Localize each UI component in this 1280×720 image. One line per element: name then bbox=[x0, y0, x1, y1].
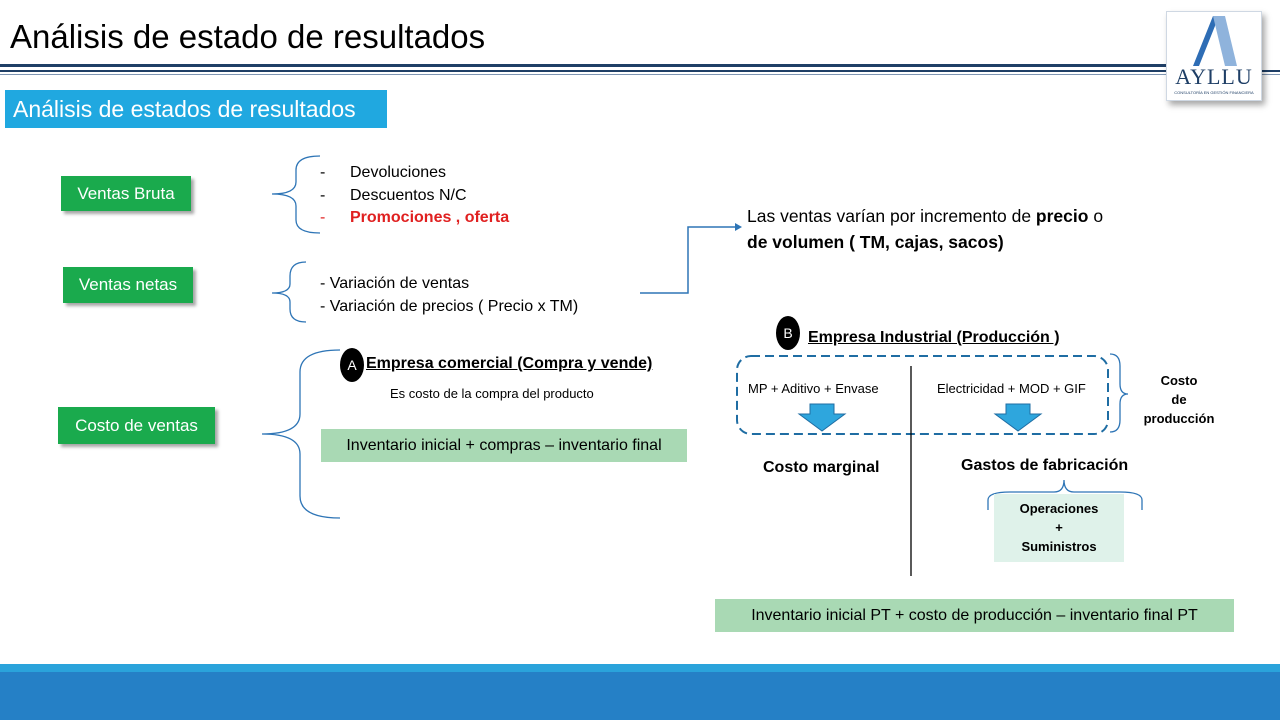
list-item: -Devoluciones bbox=[320, 164, 447, 181]
dashed-production-box bbox=[736, 355, 1109, 435]
down-arrow-right-icon bbox=[993, 403, 1043, 432]
footer-band bbox=[0, 672, 1280, 720]
bracket-costo-produccion bbox=[1109, 353, 1129, 433]
list-item: - Variación de ventas bbox=[320, 275, 470, 292]
logo-subtitle: CONSULTORÍA EN GESTIÓN FINANCIERA bbox=[1174, 90, 1254, 95]
formula-industrial: Inventario inicial PT + costo de producc… bbox=[715, 599, 1234, 632]
ventas-netas-box: Ventas netas bbox=[63, 267, 193, 303]
empresa-industrial-title: Empresa Industrial (Producción ) bbox=[808, 329, 1060, 346]
empresa-comercial-title: Empresa comercial (Compra y vende) bbox=[366, 355, 653, 372]
indirect-cost-components: Electricidad + MOD + GIF bbox=[937, 381, 1086, 396]
marker-a: A bbox=[340, 348, 364, 382]
connector-arrow-to-note bbox=[640, 226, 735, 294]
variation-note: Las ventas varían por incremento de prec… bbox=[747, 206, 1104, 252]
logo-mark-icon bbox=[1193, 16, 1237, 66]
empresa-comercial-desc: Es costo de la compra del producto bbox=[390, 386, 594, 401]
arrow-head-icon bbox=[735, 223, 742, 231]
gastos-fabricacion-label: Gastos de fabricación bbox=[961, 457, 1129, 474]
formula-comercial: Inventario inicial + compras – inventari… bbox=[321, 429, 687, 462]
direct-cost-components: MP + Aditivo + Envase bbox=[748, 381, 879, 396]
costo-produccion-label: Costo de producción bbox=[1143, 373, 1215, 426]
logo-name: AYLLU bbox=[1175, 64, 1253, 89]
page-title: Análisis de estado de resultados bbox=[10, 18, 486, 55]
operaciones-suministros-box: Operaciones + Suministros bbox=[994, 494, 1124, 562]
list-item-highlight: -Promociones , oferta bbox=[320, 209, 510, 226]
list-item: -Descuentos N/C bbox=[320, 186, 467, 204]
ventas-netas-list: - Variación de ventas - Variación de pre… bbox=[320, 272, 578, 318]
section-heading: Análisis de estados de resultados bbox=[5, 90, 387, 128]
header-divider-thin bbox=[0, 74, 1280, 75]
list-item: - Variación de precios ( Precio x TM) bbox=[320, 298, 579, 315]
bracket-costo-ventas bbox=[261, 349, 341, 519]
bracket-ventas-bruta bbox=[271, 155, 321, 234]
down-arrow-left-icon bbox=[797, 403, 847, 432]
bracket-gastos-fabricacion bbox=[987, 479, 1143, 510]
costo-ventas-box: Costo de ventas bbox=[58, 407, 215, 444]
footer-band-light bbox=[0, 664, 1280, 672]
bracket-ventas-netas bbox=[271, 261, 307, 323]
marker-b: B bbox=[776, 316, 800, 350]
ventas-bruta-list: -Devoluciones -Descuentos N/C -Promocion… bbox=[320, 162, 509, 230]
header-divider bbox=[0, 64, 1170, 67]
ventas-bruta-box: Ventas Bruta bbox=[61, 176, 191, 211]
costo-marginal-label: Costo marginal bbox=[763, 459, 880, 476]
header-divider-secondary bbox=[0, 70, 1280, 72]
company-logo: AYLLU CONSULTORÍA EN GESTIÓN FINANCIERA bbox=[1166, 11, 1262, 101]
